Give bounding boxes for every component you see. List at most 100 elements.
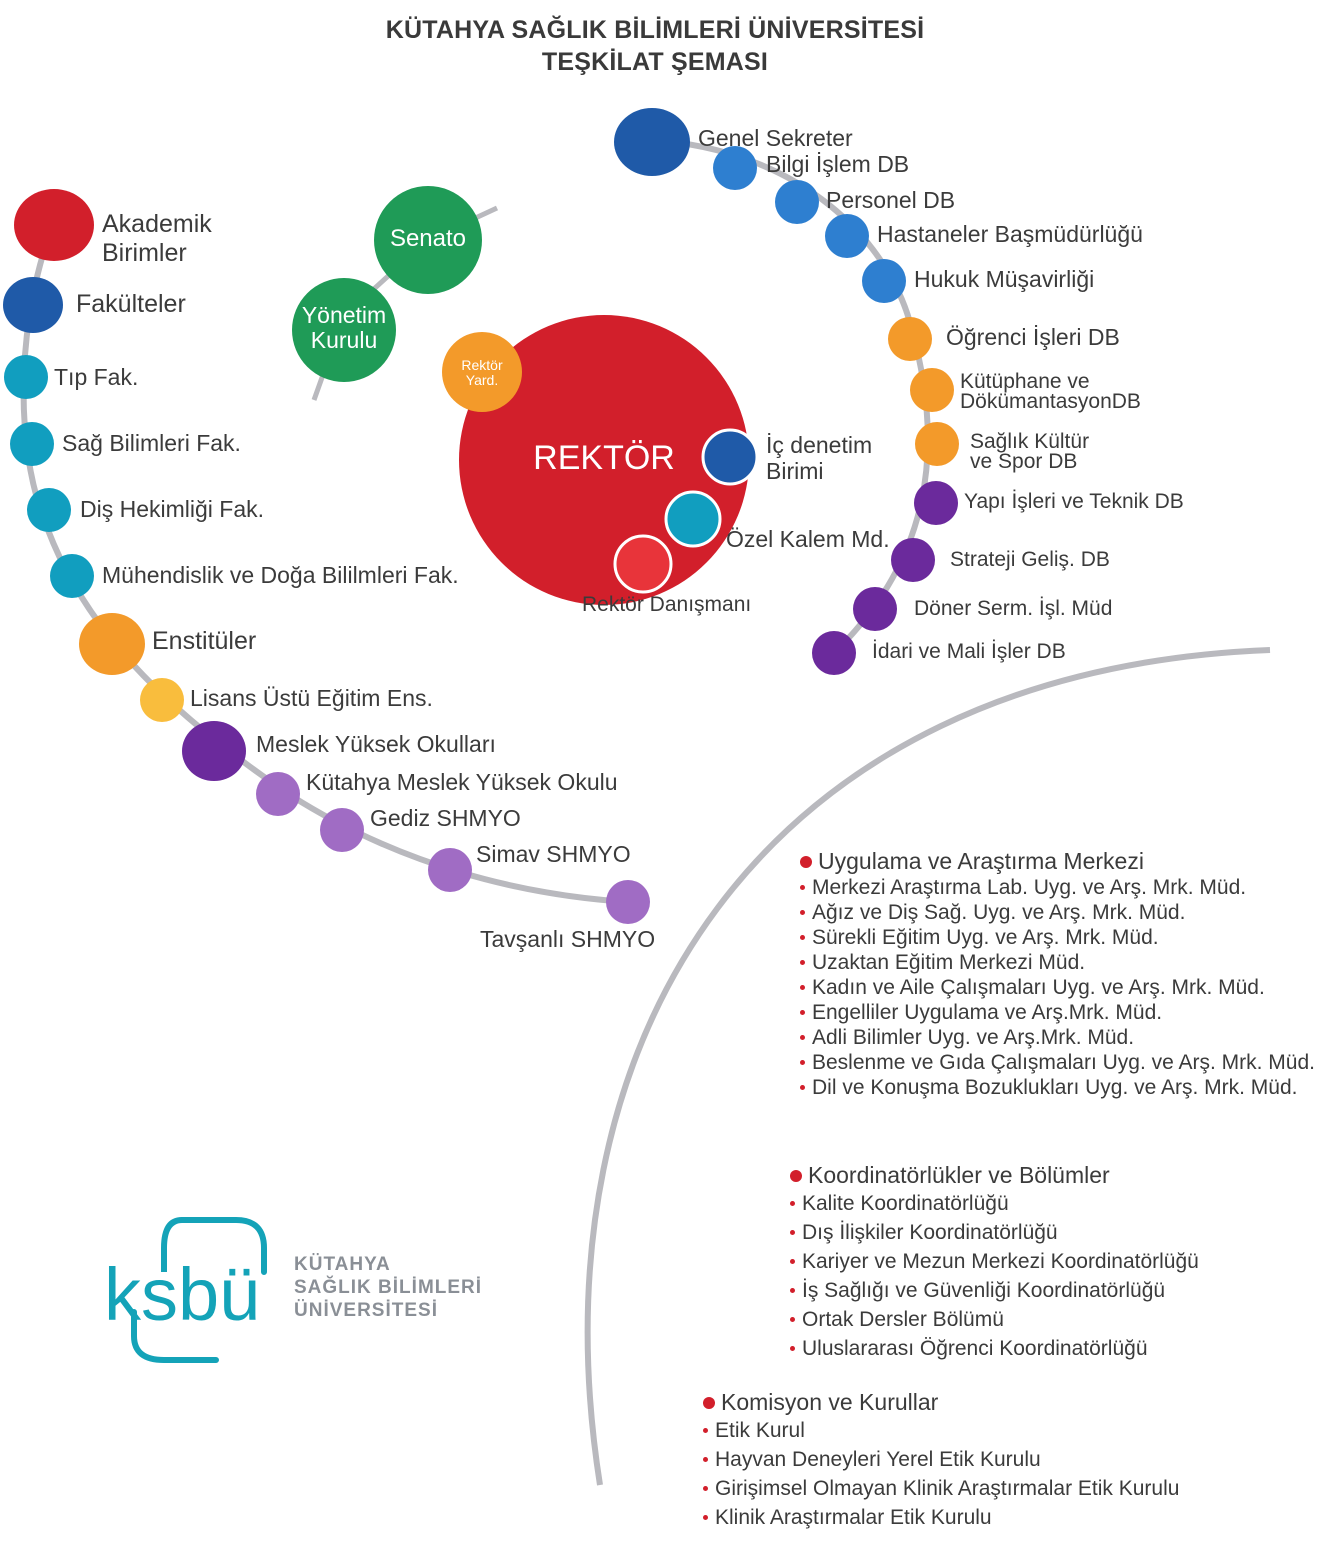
board-label: Yönetim Kurulu [292, 302, 396, 354]
vocational-label: Meslek Yüksek Okulları [256, 731, 496, 757]
institute-label-1: Lisans Üstü Eğitim Ens. [190, 685, 433, 711]
coordinators-heading: Koordinatörlükler ve Bölümler [790, 1162, 1199, 1189]
admin-label-7-line1: Sağlık Kültür [970, 430, 1090, 453]
list-item: İş Sağlığı ve Güvenliği Koordinatörlüğü [790, 1276, 1199, 1305]
logo-line3: ÜNİVERSİTESİ [294, 1300, 438, 1321]
list-item: Dil ve Konuşma Bozuklukları Uyg. ve Arş.… [800, 1075, 1315, 1100]
institutes-node [79, 613, 145, 675]
institutes-label: Enstitüler [152, 627, 257, 655]
bullet-icon [800, 1085, 805, 1090]
research-centers-heading-text: Uygulama ve Araştırma Merkezi [818, 848, 1144, 874]
admin-label-10: Döner Serm. İşl. Müd [914, 597, 1113, 620]
academic-root-node [14, 189, 94, 261]
coordinators-heading-text: Koordinatörlükler ve Bölümler [808, 1162, 1110, 1188]
admin-node-3 [825, 214, 869, 258]
internal-audit-label: İç denetim Birimi [766, 432, 873, 485]
admin-node-10 [853, 587, 897, 631]
faculties-node [3, 277, 63, 333]
admin-label-8: Yapı İşleri ve Teknik DB [964, 490, 1184, 513]
academic-root-line1: Akademik [102, 210, 212, 238]
admin-node-7 [915, 422, 959, 466]
bullet-icon [800, 855, 812, 868]
list-item-text: Adli Bilimler Uyg. ve Arş.Mrk. Müd. [812, 1025, 1135, 1049]
list-item: Girişimsel Olmayan Klinik Araştırmalar E… [703, 1474, 1179, 1503]
list-item-text: Uzaktan Eğitim Merkezi Müd. [812, 950, 1086, 974]
admin-label-6: Kütüphane ve DökümantasyonDB [960, 371, 1141, 413]
admin-node-11 [812, 631, 856, 675]
vocational-node [182, 721, 246, 781]
academic-root-line2: Birimler [102, 238, 187, 267]
bullet-icon [800, 960, 805, 965]
admin-label-2: Personel DB [826, 187, 956, 213]
list-item: Ağız ve Diş Sağ. Uyg. ve Arş. Mrk. Müd. [800, 900, 1315, 925]
list-item-text: Merkezi Araştırma Lab. Uyg. ve Arş. Mrk.… [812, 875, 1247, 899]
admin-node-2 [775, 180, 819, 224]
list-item-text: Kadın ve Aile Çalışmaları Uyg. ve Arş. M… [812, 975, 1265, 999]
senate-label: Senato [389, 225, 467, 252]
list-item-text: Hayvan Deneyleri Yerel Etik Kurulu [715, 1447, 1041, 1471]
admin-label-7: Sağlık Kültür ve Spor DB [970, 430, 1090, 472]
list-item: Beslenme ve Gıda Çalışmaları Uyg. ve Arş… [800, 1050, 1315, 1075]
list-item-text: Klinik Araştırmalar Etik Kurulu [715, 1505, 992, 1529]
admin-label-4: Hukuk Müşavirliği [914, 266, 1095, 292]
list-item-text: Dil ve Konuşma Bozuklukları Uyg. ve Arş.… [812, 1075, 1298, 1099]
vocational-node-4 [606, 880, 650, 924]
bullet-icon [703, 1396, 715, 1409]
list-item-text: Sürekli Eğitim Uyg. ve Arş. Mrk. Müd. [812, 925, 1159, 949]
list-item-text: Uluslararası Öğrenci Koordinatörlüğü [802, 1336, 1148, 1360]
list-item: Adli Bilimler Uyg. ve Arş.Mrk. Müd. [800, 1025, 1315, 1050]
general-secretary-label: Genel Sekreter [698, 125, 853, 151]
board-label-line2: Kurulu [310, 327, 378, 354]
logo-line1: KÜTAHYA [294, 1254, 391, 1275]
list-item-text: Dış İlişkiler Koordinatörlüğü [802, 1220, 1058, 1244]
private-office-label: Özel Kalem Md. [726, 526, 890, 552]
list-item: Etik Kurul [703, 1416, 1179, 1445]
admin-label-5: Öğrenci İşleri DB [946, 324, 1120, 350]
bullet-icon [790, 1346, 795, 1351]
list-item-text: Ortak Dersler Bölümü [802, 1307, 1004, 1331]
faculty-node-3 [27, 488, 71, 532]
list-item: Sürekli Eğitim Uyg. ve Arş. Mrk. Müd. [800, 925, 1315, 950]
list-item-text: İş Sağlığı ve Güvenliği Koordinatörlüğü [802, 1278, 1166, 1302]
admin-node-8 [914, 481, 958, 525]
chart-title: KÜTAHYA SAĞLIK BİLİMLERİ ÜNİVERSİTESİ [385, 16, 925, 44]
private-office-circle [664, 490, 722, 548]
list-item: Klinik Araştırmalar Etik Kurulu [703, 1503, 1179, 1532]
list-item: Uzaktan Eğitim Merkezi Müd. [800, 950, 1315, 975]
rector-advisor-circle [613, 534, 673, 594]
coordinators-list: Koordinatörlükler ve Bölümler Kalite Koo… [790, 1162, 1199, 1363]
faculty-label-4: Mühendislik ve Doğa Bililmleri Fak. [102, 562, 459, 588]
bullet-icon [800, 910, 805, 915]
admin-node-5 [888, 317, 932, 361]
admin-label-1: Bilgi İşlem DB [766, 151, 910, 177]
list-item: Uluslararası Öğrenci Koordinatörlüğü [790, 1334, 1199, 1363]
chart-subtitle: TEŞKİLAT ŞEMASI [541, 48, 769, 76]
bullet-icon [703, 1428, 708, 1433]
faculty-node-4 [50, 554, 94, 598]
admin-label-6-line2: DökümantasyonDB [960, 389, 1141, 413]
vocational-label-2: Gediz SHMYO [370, 805, 521, 831]
admin-node-1 [713, 146, 757, 190]
admin-node-6 [910, 368, 954, 412]
list-item: Kariyer ve Mezun Merkezi Koordinatörlüğü [790, 1247, 1199, 1276]
general-secretary-node [614, 108, 690, 176]
rector-advisor-label: Rektör Danışmanı [582, 593, 752, 616]
internal-audit-circle [701, 428, 759, 486]
research-centers-list: Uygulama ve Araştırma Merkezi Merkezi Ar… [800, 848, 1315, 1100]
vocational-label-3: Simav SHMYO [476, 841, 631, 867]
research-centers-items: Merkezi Araştırma Lab. Uyg. ve Arş. Mrk.… [800, 875, 1315, 1100]
bullet-icon [800, 1010, 805, 1015]
research-centers-heading: Uygulama ve Araştırma Merkezi [800, 848, 1315, 875]
bullet-icon [790, 1317, 795, 1322]
list-item: Hayvan Deneyleri Yerel Etik Kurulu [703, 1445, 1179, 1474]
bullet-icon [790, 1201, 795, 1206]
list-item-text: Etik Kurul [715, 1418, 805, 1442]
bullet-icon [800, 1060, 805, 1065]
list-item: Merkezi Araştırma Lab. Uyg. ve Arş. Mrk.… [800, 875, 1315, 900]
board-label-line1: Yönetim [301, 302, 387, 328]
senate-circle [374, 186, 482, 294]
rector-assistant-circle [442, 332, 522, 412]
board-circle [292, 278, 396, 382]
